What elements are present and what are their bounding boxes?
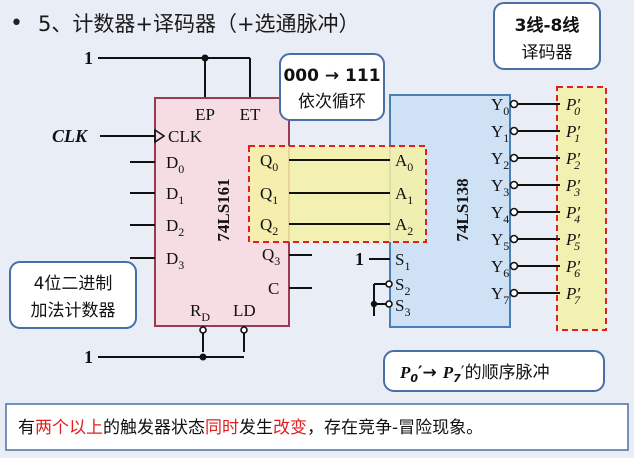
decoder-pin-a2: A2 [395, 215, 413, 238]
race-hazard-note-text: 有两个以上的触发器状态同时发生改变，存在竞争-冒险现象。 [18, 418, 483, 438]
logic-one-top: 1 [84, 48, 93, 68]
inversion-bubble [509, 234, 519, 244]
title-bullet: • [10, 11, 23, 36]
counter-pin-d0: D0 [166, 153, 184, 176]
p-output-4: P′4 [565, 203, 580, 226]
p-outputs-highlight [556, 86, 607, 331]
counter-pin-c: C [268, 279, 279, 298]
counter-pin-q1: Q1 [260, 184, 278, 207]
inversion-bubble [509, 180, 519, 190]
clk-input-label: CLK [52, 126, 89, 146]
cycle-callout-line2: 依次循环 [298, 92, 366, 112]
counter-pin-q3: Q3 [262, 245, 280, 268]
cycle-callout: 000 → 111 依次循环 [279, 53, 385, 121]
pulse-callout: P0′→ P7′的顺序脉冲 [383, 350, 605, 392]
race-hazard-note: 有两个以上的触发器状态同时发生改变，存在竞争-冒险现象。 [5, 403, 629, 451]
decoder-pin-s1: S1 [395, 250, 410, 273]
slide-title: 5、计数器+译码器（+选通脉冲） [38, 12, 360, 36]
cycle-callout-line1: 000 → 111 [283, 66, 380, 86]
inversion-bubble [509, 261, 519, 271]
decoder-pin-a1: A1 [395, 184, 413, 207]
counter-pin-d2: D2 [166, 216, 184, 239]
counter-pin-et: ET [240, 105, 261, 124]
counter-pin-d3: D3 [166, 249, 184, 272]
counter-pin-rd: RD [190, 301, 210, 324]
decoder-pin-y0: Y0 [491, 95, 509, 118]
p-outputs: P′0 P′1 P′2 P′3 P′4 P′5 P′6 P′7 [565, 95, 581, 307]
counter-pin-q2: Q2 [260, 215, 278, 238]
counter-pin-d1: D1 [166, 184, 184, 207]
inversion-bubble [509, 153, 519, 163]
p-output-3: P′3 [565, 176, 580, 199]
counter-callout-line1: 4位二进制 [34, 274, 113, 294]
inversion-bubble [509, 207, 519, 217]
counter-callout-line2: 加法计数器 [31, 301, 116, 321]
decoder-callout-line1: 3线-8线 [515, 15, 580, 36]
counter-pin-ep: EP [195, 105, 215, 124]
decoder-pin-y2: Y2 [491, 149, 509, 172]
decoder-callout-line2: 译码器 [522, 43, 573, 63]
counter-chip-label: 74LS161 [214, 178, 233, 241]
decoder-y-pins: Y0 Y1 Y2 Y3 Y4 Y5 Y6 Y7 [491, 95, 509, 307]
p-output-1: P′1 [565, 122, 580, 145]
decoder-pin-y7: Y7 [491, 284, 509, 307]
decoder-chip-label: 74LS138 [453, 178, 472, 241]
logic-one-bottom: 1 [84, 347, 93, 367]
p-output-5: P′5 [565, 230, 580, 253]
decoder-pin-y1: Y1 [491, 122, 509, 145]
p-output-6: P′6 [565, 257, 580, 280]
decoder-logic-one: 1 [355, 249, 364, 269]
decoder-pin-y5: Y5 [491, 230, 509, 253]
inversion-bubble [509, 99, 519, 109]
p-output-0: P′0 [565, 95, 580, 118]
counter-pin-clk: CLK [168, 127, 203, 146]
decoder-pin-y3: Y3 [491, 176, 509, 199]
inversion-bubble [509, 126, 519, 136]
p-output-7: P′7 [565, 284, 581, 307]
decoder-callout: 3线-8线 译码器 [493, 2, 601, 70]
decoder-pin-s3: S3 [395, 296, 410, 319]
decoder-pin-s2: S2 [395, 275, 410, 298]
decoder-output-wires [509, 99, 560, 298]
decoder-pin-a0: A0 [395, 151, 413, 174]
inversion-bubble [509, 288, 519, 298]
counter-callout: 4位二进制 加法计数器 [9, 261, 137, 329]
counter-pin-ld: LD [233, 301, 256, 320]
decoder-pin-y4: Y4 [491, 203, 509, 226]
counter-pin-q0: Q0 [260, 151, 278, 174]
decoder-pin-y6: Y6 [491, 257, 509, 280]
pulse-callout-text: P0′→ P7′的顺序脉冲 [399, 363, 550, 385]
p-output-2: P′2 [565, 149, 580, 172]
